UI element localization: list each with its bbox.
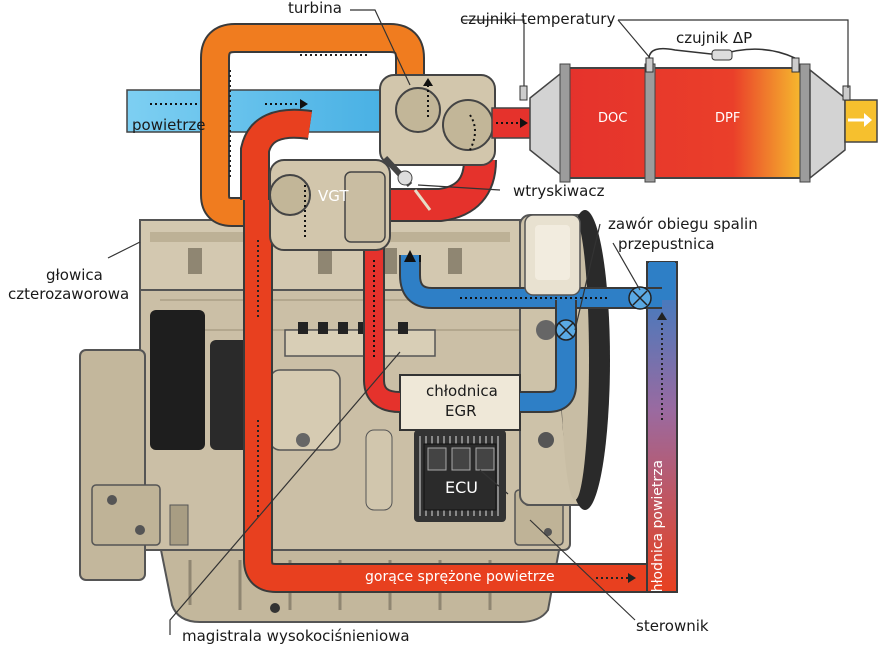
label-chlodnica-egr-line2: EGR xyxy=(445,402,477,420)
label-vgt: VGT xyxy=(318,187,349,205)
label-wtryskiwacz: wtryskiwacz xyxy=(513,182,605,200)
label-gorace-sprezone-powietrze: gorące sprężone powietrze xyxy=(365,569,555,585)
label-powietrze: powietrze xyxy=(132,116,206,134)
vgt-housing xyxy=(269,159,391,251)
turbine-housing xyxy=(379,74,496,166)
egr-pipe xyxy=(363,240,401,413)
label-dpf: DPF xyxy=(715,111,741,126)
turbo-red-loop xyxy=(240,108,313,200)
label-zawor-obiegu-spalin: zawór obiegu spalin xyxy=(608,215,758,233)
label-czujnik-dp: czujnik ΔP xyxy=(676,29,753,47)
label-magistrala: magistrala wysokociśnieniowa xyxy=(182,627,410,645)
intake-blue-pipe xyxy=(399,250,662,413)
compressor-outlet-pipe xyxy=(200,23,425,227)
ecu-box xyxy=(414,430,506,522)
label-sterownik: sterownik xyxy=(636,617,709,635)
label-glowica-line2: czterozaworowa xyxy=(8,285,130,303)
label-chlodnica-powietrza: chłodnica powietrza xyxy=(650,459,666,600)
label-glowica-line1: głowica xyxy=(46,266,103,284)
egr-valve-housing xyxy=(524,214,581,296)
label-przepustnica: przepustnica xyxy=(618,235,715,253)
label-doc: DOC xyxy=(598,111,628,126)
label-ecu: ECU xyxy=(445,478,478,497)
egr-cooler xyxy=(399,374,521,431)
label-turbina: turbina xyxy=(288,0,342,17)
injector xyxy=(382,155,432,211)
dpf-assembly xyxy=(491,47,878,183)
label-chlodnica-egr-line1: chłodnica xyxy=(426,382,498,400)
exhaust-pipe xyxy=(390,159,497,222)
leader-lines xyxy=(107,9,849,635)
label-czujniki-temperatury: czujniki temperatury xyxy=(460,10,616,28)
